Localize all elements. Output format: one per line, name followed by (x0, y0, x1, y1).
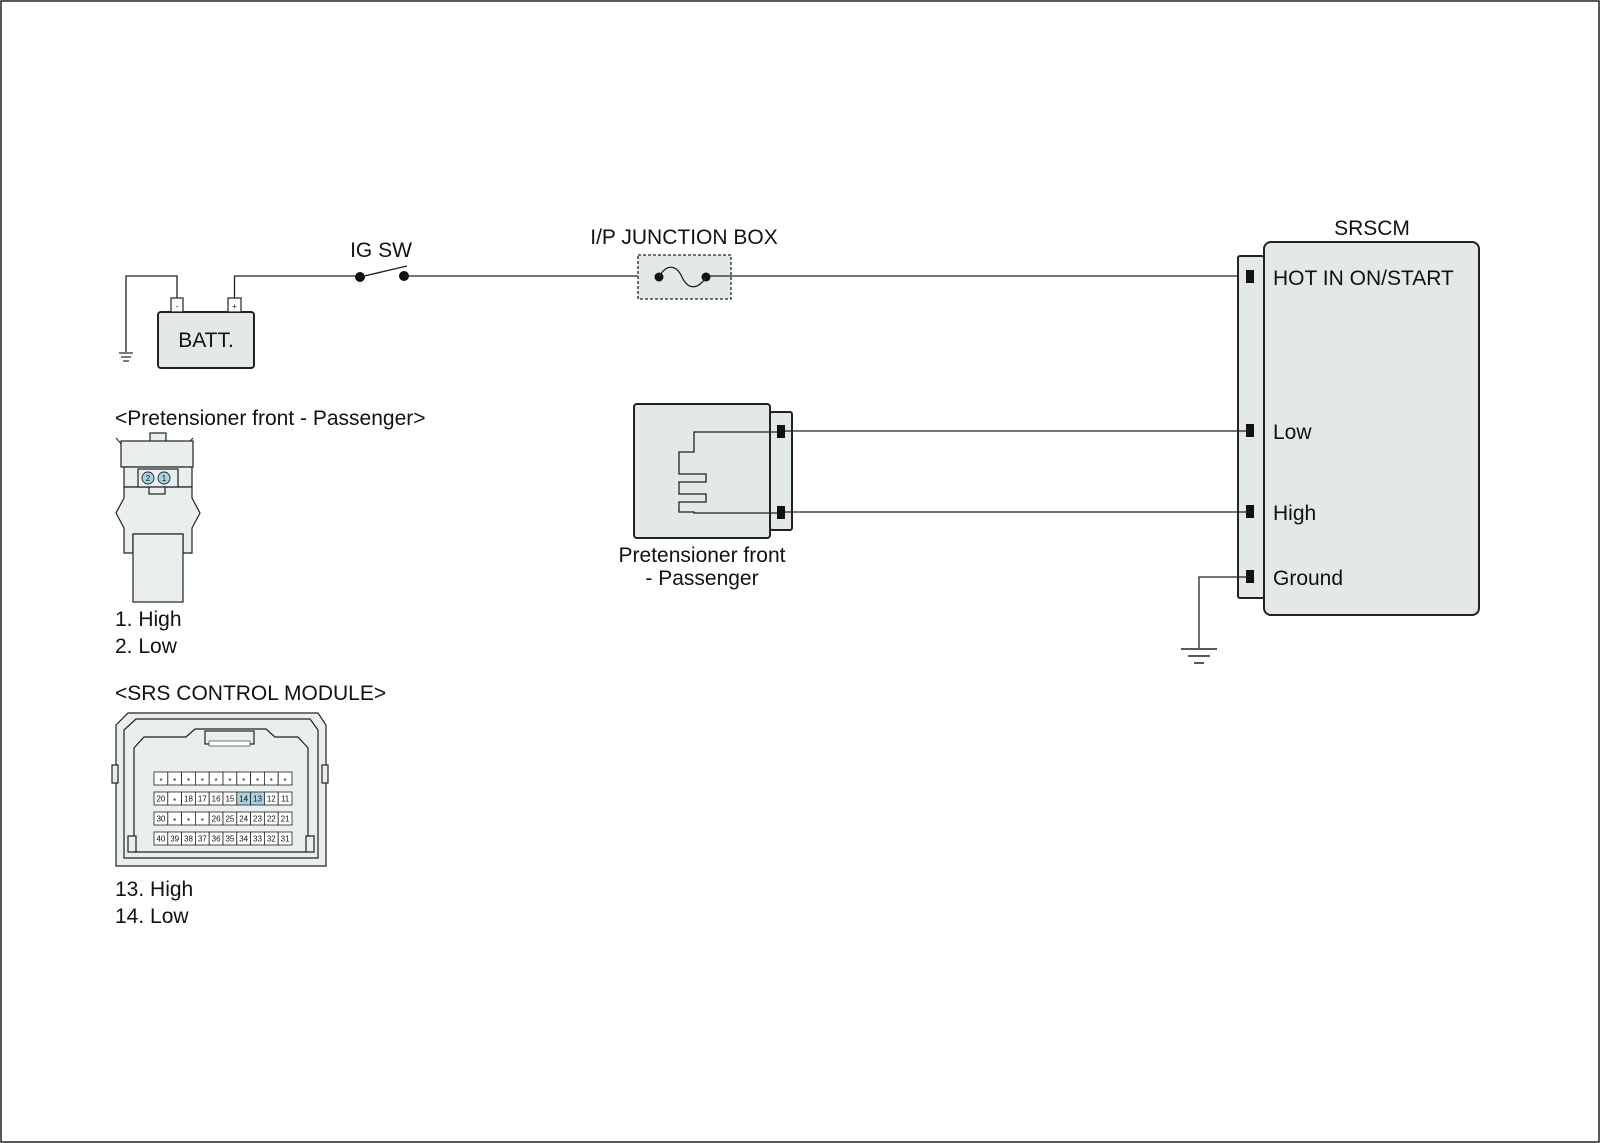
srs-pin-number: 16 (212, 795, 221, 804)
srs-pin-number: * (228, 777, 231, 786)
srs-pin-number: * (201, 817, 204, 826)
fuse-icon (658, 266, 707, 288)
srs-pin-number: 30 (156, 815, 165, 824)
pretensioner-pin-desc-1: 1. High (115, 608, 182, 631)
battery-positive-wire (233, 275, 358, 298)
pretensioner-body (633, 403, 771, 539)
pretensioner-pin-low (777, 425, 785, 438)
srscm-label-high: High (1273, 502, 1316, 525)
battery: - + BATT. (157, 297, 255, 369)
srs-pin-grid: * * * * * * * * * * 20 * 18 17 16 15 14 13 12 11 30 * * * 26 25 24… (153, 771, 293, 846)
srs-pin-number: 39 (170, 835, 179, 844)
battery-body (157, 311, 255, 369)
srscm-body (1263, 241, 1480, 616)
srscm-ground-symbol (1181, 648, 1217, 664)
srs-pin-number: 31 (281, 835, 290, 844)
srs-pin-number: 14 (239, 795, 248, 804)
junction-box-outline (637, 254, 732, 300)
srs-pin-number: 15 (225, 795, 234, 804)
pretensioner-squib-icon (678, 431, 781, 514)
junction-box-label: I/P JUNCTION BOX (590, 226, 777, 249)
srs-pin-number: * (215, 777, 218, 786)
srscm-title: SRSCM (1334, 217, 1410, 240)
srs-pin-number: 32 (267, 835, 276, 844)
srscm-pin-hot (1246, 270, 1254, 283)
srscm-ground-wire (1198, 576, 1250, 648)
srs-connector-view: * * * * * * * * * * 20 * 18 17 16 15 14 13 12 11 30 * * * 26 25 24… (111, 712, 329, 867)
srs-pin-number: 13 (253, 795, 262, 804)
srs-pin-number: * (173, 797, 176, 806)
srs-pin-number: * (242, 777, 245, 786)
pretensioner-pin-1-number: 1 (162, 474, 167, 483)
srscm-label-ground: Ground (1273, 567, 1343, 590)
srs-pin-cell (277, 831, 293, 846)
srs-pin-number: 11 (281, 795, 290, 804)
srs-pin-cell (277, 791, 293, 806)
srs-pin-number: * (159, 777, 162, 786)
ig-switch: IG SW (350, 239, 412, 282)
srs-pin-cell (277, 771, 293, 786)
pretensioner: Pretensioner front - Passenger (619, 403, 793, 590)
srs-pin-number: 23 (253, 815, 262, 824)
srs-pin-number: 12 (267, 795, 276, 804)
srs-pin-number: 26 (212, 815, 221, 824)
pretensioner-connector-title: <Pretensioner front - Passenger> (115, 407, 426, 430)
srscm: SRSCM HOT IN ON/START Low High Ground (1237, 217, 1480, 616)
battery-ground-wire (125, 275, 178, 352)
junction-box: I/P JUNCTION BOX (590, 226, 778, 300)
srs-pin-number: 40 (156, 835, 165, 844)
srs-pin-desc-13: 13. High (115, 878, 193, 901)
srs-pin-number: 20 (156, 795, 165, 804)
srs-pin-number: * (201, 777, 204, 786)
srs-pin-cell (277, 811, 293, 826)
srs-connector-title: <SRS CONTROL MODULE> (115, 682, 386, 705)
pretensioner-pin-high (777, 506, 785, 519)
srs-pin-number: 37 (198, 835, 207, 844)
srs-pin-number: * (173, 817, 176, 826)
srs-pin-number: 38 (184, 835, 193, 844)
srs-pin-number: * (256, 777, 259, 786)
pretensioner-label-line2: - Passenger (645, 567, 758, 590)
battery-negative-label: - (176, 302, 179, 311)
srs-pin-number: * (284, 777, 287, 786)
srscm-label-low: Low (1273, 421, 1312, 444)
pretensioner-label-line1: Pretensioner front (619, 544, 786, 567)
battery-positive-label: + (232, 302, 237, 311)
srs-pin-number: 22 (267, 815, 276, 824)
pretensioner-pin-desc-2: 2. Low (115, 635, 178, 658)
srs-pin-number: 24 (239, 815, 248, 824)
srs-pin-number: 36 (212, 835, 221, 844)
battery-label: BATT. (178, 329, 234, 352)
srs-pin-number: 17 (198, 795, 207, 804)
srs-pin-number: 18 (184, 795, 193, 804)
srs-pin-desc-14: 14. Low (115, 905, 189, 928)
srs-pin-number: * (187, 777, 190, 786)
srs-pin-number: 34 (239, 835, 248, 844)
srs-pin-number: 25 (225, 815, 234, 824)
srscm-label-hot: HOT IN ON/START (1273, 267, 1454, 290)
srs-pin-number: * (187, 817, 190, 826)
ig-switch-label: IG SW (350, 239, 412, 262)
pretensioner-connector-view: 2 1 (115, 432, 201, 603)
pretensioner-pin-2-number: 2 (146, 474, 151, 483)
srs-pin-number: * (270, 777, 273, 786)
srs-pin-number: 21 (281, 815, 290, 824)
srs-pin-number: * (173, 777, 176, 786)
srs-pin-number: 35 (225, 835, 234, 844)
battery-ground-symbol (119, 352, 133, 362)
srs-pin-number: 33 (253, 835, 262, 844)
